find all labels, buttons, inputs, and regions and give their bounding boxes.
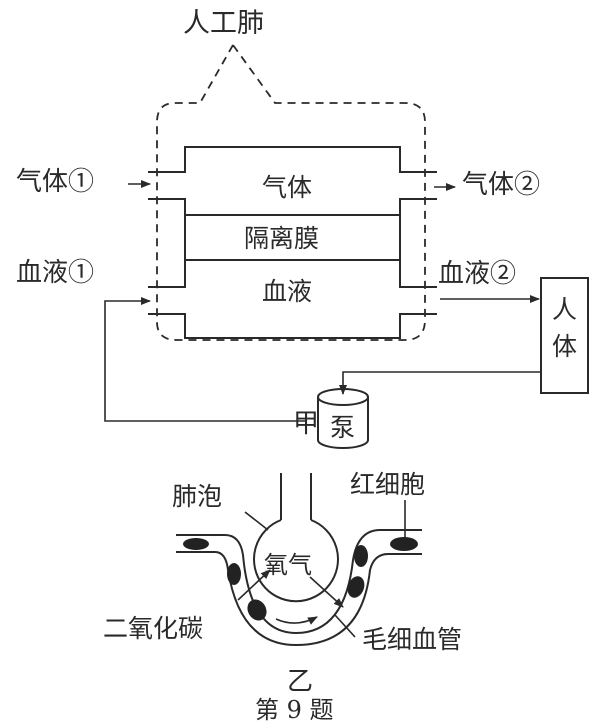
red-blood-cell: [183, 538, 209, 550]
membrane-label: 隔离膜: [244, 224, 319, 253]
question-number-label: 第 9 题: [255, 696, 334, 724]
alveolus-label: 肺泡: [172, 482, 222, 511]
pump-cylinder: 泵: [317, 388, 369, 449]
red-blood-cell-label: 红细胞: [350, 470, 425, 499]
chamber-gas-label: 气体: [262, 173, 312, 202]
blood-flow-arrow: [275, 616, 318, 625]
alveolus-pointer: [244, 511, 269, 531]
figure-b: 肺泡 红细胞 氧气 二氧化碳 毛细血管 乙: [103, 470, 462, 697]
red-blood-cell: [247, 599, 267, 621]
blood-return-line: [104, 297, 307, 422]
alveolus-circle: [253, 519, 339, 603]
capillary-wall-outer: [176, 529, 422, 635]
capillary-pointer: [334, 614, 356, 638]
figure-b-caption: 乙: [287, 667, 313, 697]
oxygen-label: 氧气: [264, 551, 312, 579]
red-blood-cell: [390, 537, 418, 551]
figure-a-caption-visible: 甲: [293, 409, 319, 439]
human-body-box: [540, 277, 589, 394]
red-blood-cell: [347, 576, 365, 598]
chamber-blood-label: 血液: [262, 277, 312, 306]
co2-label: 二氧化碳: [103, 614, 203, 643]
blood-in-label: 血液①: [16, 258, 94, 288]
capillary-wall-inner: [176, 551, 422, 647]
blood-out-label: 血液②: [438, 259, 516, 289]
red-blood-cells: [183, 537, 418, 621]
capillary-label: 毛细血管: [362, 625, 462, 654]
o2-diffusion-arrow: [309, 576, 344, 608]
red-blood-cell: [227, 563, 241, 585]
red-blood-cell: [354, 545, 368, 567]
artificial-lung-title: 人工肺: [183, 8, 264, 39]
gas-out-label: 气体②: [462, 170, 540, 200]
human-body-label-2: 体: [552, 332, 577, 361]
artificial-lung-dashed-boundary: [156, 44, 426, 341]
gas-in-label: 气体①: [16, 167, 94, 197]
body-to-pump-line: [339, 371, 541, 395]
human-body-label-1: 人: [552, 295, 577, 324]
figure-a: 人工肺 气体 隔离膜 血液 气体① 气体② 血液① 血液②: [16, 8, 589, 449]
co2-diffusion-arrow: [237, 569, 271, 601]
exchanger-chamber: [148, 146, 437, 339]
pump-label: 泵: [330, 413, 355, 442]
